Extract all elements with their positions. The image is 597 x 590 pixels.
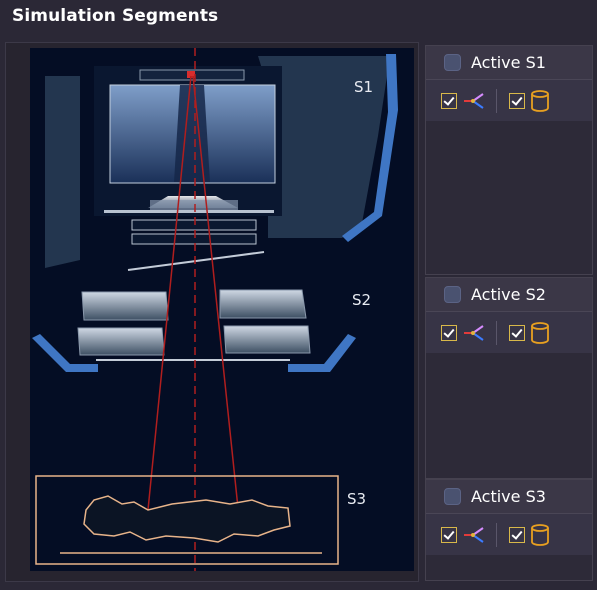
active-s1-label: Active S1: [471, 53, 546, 72]
mlc-right-upper: [219, 289, 307, 319]
ion-chamber: [150, 200, 238, 210]
s2-left-blue-bracket: [32, 334, 98, 372]
tool-separator: [496, 320, 497, 345]
segment-panels: Active S1: [425, 42, 593, 582]
segment-panel-s1: Active S1: [425, 45, 593, 275]
branch-toggle-s2[interactable]: [441, 324, 457, 341]
segment-label-s3: S3: [347, 490, 367, 508]
mlc-right-lower: [223, 325, 311, 354]
database-cylinder-icon: [531, 321, 549, 344]
branch-split-icon: [464, 92, 484, 109]
database-cylinder-icon: [531, 89, 549, 112]
tool-separator: [496, 88, 497, 113]
branch-split-icon: [464, 526, 484, 543]
panel-header-s2: Active S2: [426, 278, 592, 312]
mirror-plate: [104, 210, 274, 213]
panel-header-s1: Active S1: [426, 46, 592, 80]
left-shield: [45, 76, 80, 268]
tool-row-s3: [426, 514, 592, 555]
mlc-left-lower: [77, 327, 165, 356]
viewer-frame: S1 S2 S3: [5, 42, 419, 582]
segment-panel-s3: Active S3: [425, 479, 593, 581]
panel-title: Simulation Segments: [12, 6, 219, 26]
branch-toggle-s1[interactable]: [441, 92, 457, 109]
mlc-left-upper: [81, 291, 169, 321]
target-marker: [187, 71, 195, 78]
active-s2-label: Active S2: [471, 285, 546, 304]
segment-label-s1: S1: [354, 78, 374, 96]
beam-edge-right: [192, 75, 239, 509]
segment-panel-s2: Active S2: [425, 277, 593, 479]
linac-geometry-diagram: [32, 48, 398, 571]
beam-edge-left: [147, 75, 192, 511]
right-blue-rail: [342, 54, 398, 242]
active-s2-checkbox[interactable]: [444, 286, 461, 303]
simulation-viewer[interactable]: S1 S2 S3: [30, 48, 414, 571]
panel-header-s3: Active S3: [426, 480, 592, 514]
tool-separator: [496, 522, 497, 547]
jaw-lower: [131, 233, 257, 245]
tool-row-s2: [426, 312, 592, 353]
tool-row-s1: [426, 80, 592, 121]
wedge-line: [127, 251, 265, 271]
patient-phantom: [83, 495, 291, 543]
right-shield: [258, 56, 390, 238]
phantom-region: [35, 475, 339, 565]
s2-right-blue-bracket: [288, 334, 356, 372]
active-s3-label: Active S3: [471, 487, 546, 506]
branch-toggle-s3[interactable]: [441, 526, 457, 543]
flattening-cone: [174, 85, 210, 182]
active-s1-checkbox[interactable]: [444, 54, 461, 71]
jaw-upper: [131, 219, 257, 231]
database-toggle-s1[interactable]: [509, 92, 525, 109]
branch-split-icon: [464, 324, 484, 341]
database-toggle-s2[interactable]: [509, 324, 525, 341]
database-toggle-s3[interactable]: [509, 526, 525, 543]
segment-label-s2: S2: [352, 291, 372, 309]
database-cylinder-icon: [531, 523, 549, 546]
active-s3-checkbox[interactable]: [444, 488, 461, 505]
